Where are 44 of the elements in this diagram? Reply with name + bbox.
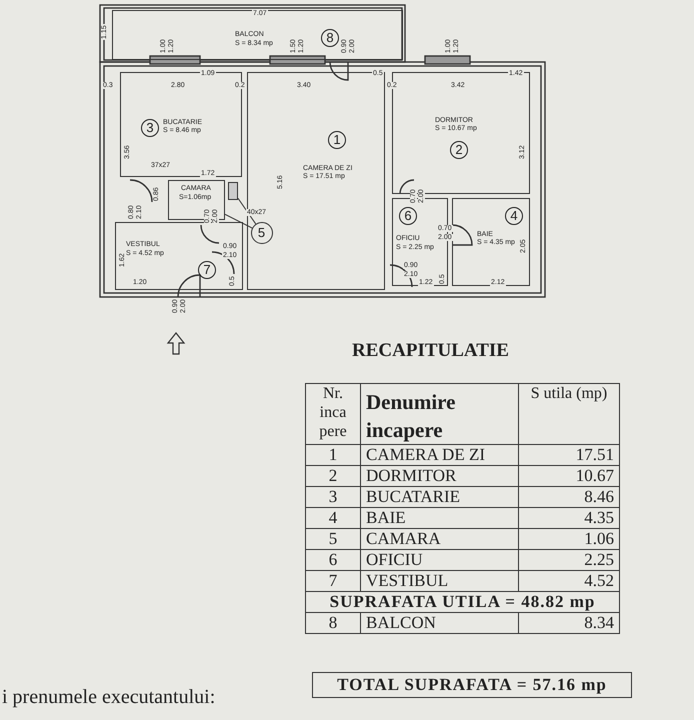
room-outline [112, 10, 403, 60]
room-number: 2 [450, 141, 468, 159]
leader-line [238, 198, 256, 224]
room-number: 4 [505, 207, 523, 225]
table-cell: OFICIU [360, 550, 518, 570]
number-circle [250, 222, 272, 244]
header-cell: Nr. inca pere [306, 384, 360, 444]
table-cell: 4.35 [518, 508, 620, 528]
room-number: 7 [198, 261, 216, 279]
total-area-box: TOTAL SUPRAFATA = 57.16 mp [312, 672, 632, 698]
table-cell: DORMITOR [360, 466, 518, 486]
table-cell: BUCATARIE [360, 486, 518, 508]
table-cell: 3 [306, 486, 360, 508]
table-cell: 7 [306, 570, 360, 592]
table-cell: 8 [306, 612, 360, 634]
table-cell: 2 [306, 466, 360, 486]
table-cell: CAMARA [360, 528, 518, 550]
signature-text: i prenumele executantului: [2, 686, 216, 709]
room-number: 3 [141, 119, 159, 137]
room-number: 1 [328, 131, 346, 149]
table-cell: BAIE [360, 508, 518, 528]
table-cell: SUPRAFATA UTILA = 48.82 mp [306, 592, 620, 612]
room-number: 6 [399, 207, 417, 225]
table-cell: 4.52 [518, 570, 620, 592]
table-cell: 5 [306, 528, 360, 550]
table-cell: 4 [306, 508, 360, 528]
header-cell: S utila (mp) [518, 384, 620, 444]
table-cell: 2.25 [518, 550, 620, 570]
table-cell: 10.67 [518, 466, 620, 486]
room-number: 8 [321, 29, 339, 47]
room-number: 5 [258, 224, 266, 240]
header-cell: Denumire incapere [360, 384, 518, 444]
table-cell: BALCON [360, 612, 518, 634]
table-cell: 8.46 [518, 486, 620, 508]
table-cell: 1 [306, 444, 360, 466]
table-cell: VESTIBUL [360, 570, 518, 592]
table-cell: 8.34 [518, 612, 620, 634]
table-cell: 17.51 [518, 444, 620, 466]
table-title: RECAPITULATIE [352, 340, 509, 362]
table-cell: 6 [306, 550, 360, 570]
table-cell: CAMERA DE ZI [360, 444, 518, 466]
ventilation-shaft [228, 182, 238, 200]
table-cell: 1.06 [518, 528, 620, 550]
leader-line [224, 214, 253, 229]
